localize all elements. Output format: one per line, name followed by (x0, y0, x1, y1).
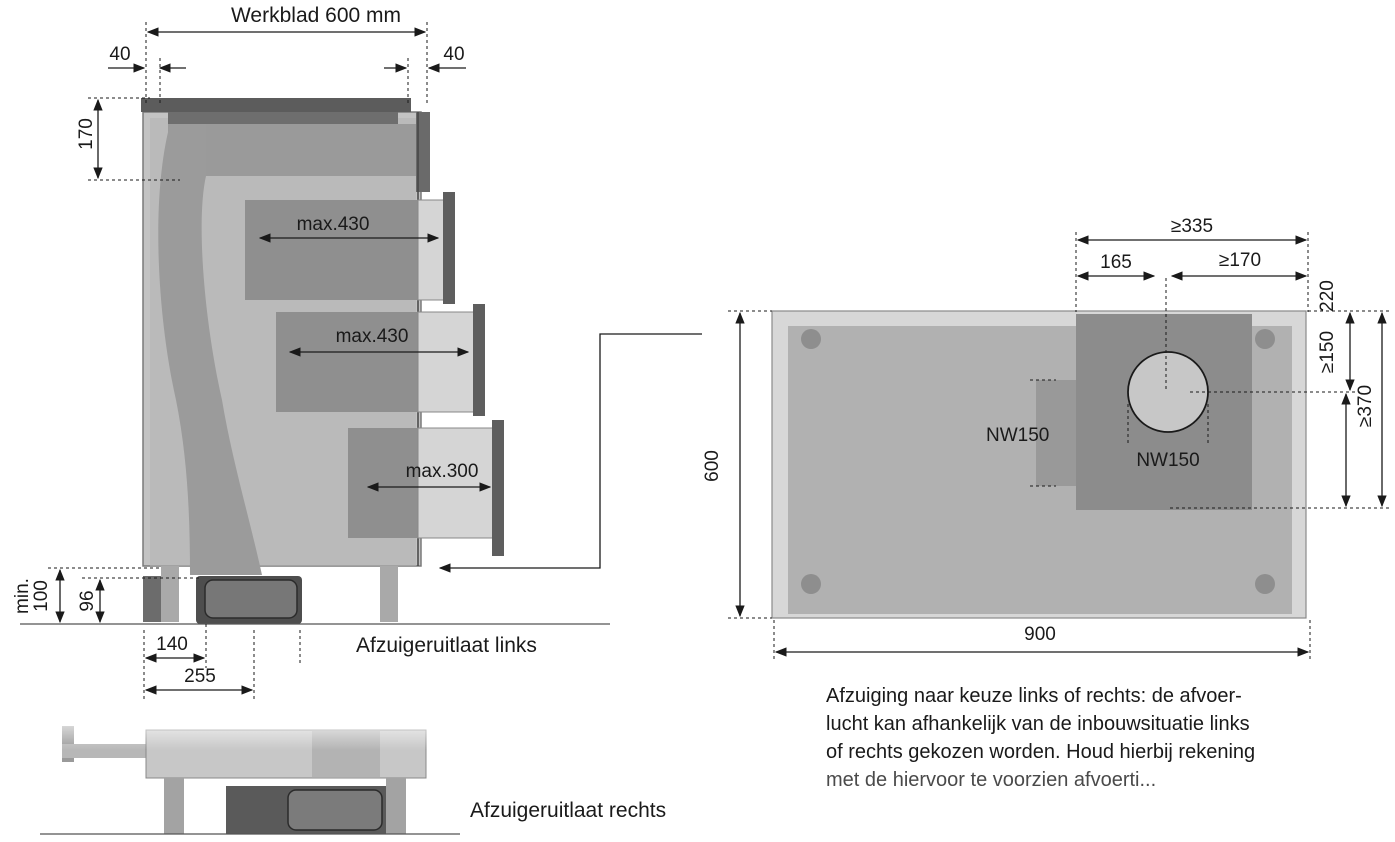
installation-note: Afzuiging naar keuze links of rechts: de… (826, 682, 1386, 794)
dim-335-label: ≥335 (1171, 216, 1213, 237)
dim-255-label: 255 (184, 666, 216, 687)
offset-left-label: 40 (109, 44, 130, 65)
plinth-min-value: 100 (31, 580, 52, 612)
drawer-top (245, 200, 423, 300)
drawer-bottom-depth: max.300 (406, 461, 479, 482)
outlet-left-label: Afzuigeruitlaat links (356, 634, 537, 657)
top-depth-label: 600 (702, 450, 723, 482)
plinth-min-text: min. (12, 578, 33, 614)
worktop-width-label: Werkblad 600 mm (231, 4, 401, 27)
bottom-view: Afzuigeruitlaat rechts (40, 710, 666, 835)
note-line-1: Afzuiging naar keuze links of rechts: de… (826, 685, 1242, 707)
top-view: 900 600 ≥335 165 ≥170 ≥150 220 ≥370 NW15… (702, 216, 1390, 660)
drawer-middle-depth: max.430 (336, 326, 409, 347)
note-line-2: lucht kan afhankelijk van de inbouwsitua… (826, 713, 1250, 735)
worktop (141, 98, 411, 112)
side-view: Werkblad 600 mm 40 40 170 max.430 max.43… (12, 4, 702, 700)
drawer-top-depth: max.430 (297, 214, 370, 235)
outlet-right-label: Afzuigeruitlaat rechts (470, 799, 666, 822)
dim-220-label: 220 (1317, 280, 1338, 312)
nw-left-label: NW150 (986, 425, 1049, 446)
exhaust-duct (158, 124, 262, 575)
nw-center-label: NW150 (1136, 450, 1199, 471)
hob-depth-label: 170 (76, 118, 97, 150)
offset-right-label: 40 (443, 44, 464, 65)
note-line-4: met de hiervoor te voorzien afvoerti... (826, 769, 1157, 791)
dim-165-label: 165 (1100, 252, 1132, 273)
dim-140-label: 140 (156, 634, 188, 655)
leader-line (438, 333, 702, 573)
dim-370-label: ≥370 (1355, 385, 1376, 427)
note-line-3: of rechts gekozen worden. Houd hierbij r… (826, 741, 1256, 763)
dim-150-label: ≥150 (1317, 331, 1338, 373)
plinth-96-label: 96 (77, 590, 98, 611)
top-width-label: 900 (1024, 624, 1056, 645)
dim-170-label: ≥170 (1219, 250, 1261, 271)
